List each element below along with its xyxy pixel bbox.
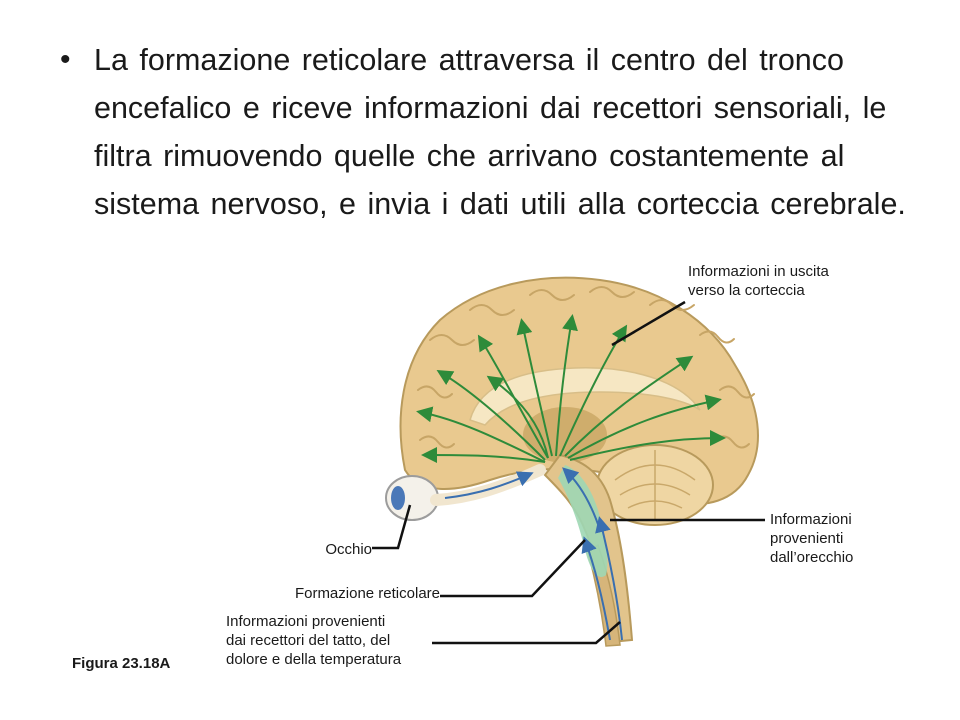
label-touch-line3: dolore e della temperatura: [226, 651, 402, 668]
label-ear: Informazioni provenienti dall’orecchio: [770, 510, 853, 567]
label-output-line1: Informazioni in uscita: [688, 263, 829, 280]
figure-caption: Figura 23.18A: [72, 655, 171, 672]
iris: [391, 486, 405, 510]
leader-eye: [372, 504, 412, 550]
label-output: Informazioni in uscita verso la cortecci…: [688, 262, 829, 300]
gyri-pattern: [417, 286, 755, 449]
label-output-line2: verso la corteccia: [688, 282, 805, 299]
output-arrows: [416, 314, 726, 464]
label-touch-line1: Informazioni provenienti: [226, 613, 386, 630]
leader-touch: [432, 621, 621, 645]
label-ear-line1: Informazioni: [770, 511, 852, 528]
label-ear-line2: provenienti: [770, 530, 844, 547]
label-reticular: Formazione reticolare: [294, 585, 440, 602]
leader-output: [611, 300, 686, 347]
bullet-marker: •: [60, 43, 71, 76]
corpus-callosum: [469, 367, 701, 426]
label-touch-line2: dai recettori del tatto, del: [226, 632, 391, 649]
cerebellum-folia: [614, 450, 696, 520]
label-touch: Informazioni provenienti dai recettori d…: [226, 612, 401, 669]
input-arrows: [444, 467, 623, 641]
leader-reticular: [440, 539, 586, 598]
bullet-text: La formazione reticolare attraversa il c…: [94, 43, 906, 221]
label-eye: Occhio: [325, 541, 372, 558]
leader-lines: [372, 300, 765, 645]
label-ear-line3: dall’orecchio: [770, 549, 854, 566]
bullet-point: • La formazione reticolare attraversa il…: [60, 36, 920, 228]
